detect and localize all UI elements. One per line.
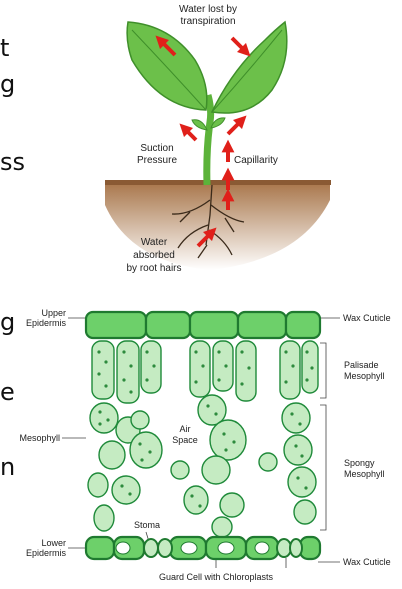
palisade-label-line1: Palisade	[344, 360, 379, 370]
wax-cuticle-bottom-label: Wax Cuticle	[343, 557, 391, 567]
stoma-label: Stoma	[134, 520, 160, 530]
guard-cell-label: Guard Cell with Chloroplasts	[159, 572, 274, 582]
lower-epidermis-label-line2: Epidermis	[26, 548, 67, 558]
lower-epidermis-label-line1: Lower	[41, 538, 66, 548]
guard-cell	[144, 539, 158, 557]
upper-epidermis	[86, 312, 320, 338]
upper-epidermis-label-line1: Upper	[41, 308, 66, 318]
palisade-layer	[92, 341, 318, 403]
air-space-label-line2: Space	[172, 435, 198, 445]
palisade-label-line2: Mesophyll	[344, 371, 385, 381]
mesophyll-label: Mesophyll	[19, 433, 60, 443]
spongy-label-line2: Mesophyll	[344, 469, 385, 479]
guard-cell	[277, 539, 291, 557]
air-space-label-line1: Air	[180, 424, 191, 434]
spongy-label-line1: Spongy	[344, 458, 375, 468]
spongy-layer	[88, 395, 316, 537]
upper-epidermis-label-line2: Epidermis	[26, 318, 67, 328]
guard-cell	[158, 539, 172, 557]
guard-cell	[290, 539, 302, 557]
wax-cuticle-top-label: Wax Cuticle	[343, 313, 391, 323]
